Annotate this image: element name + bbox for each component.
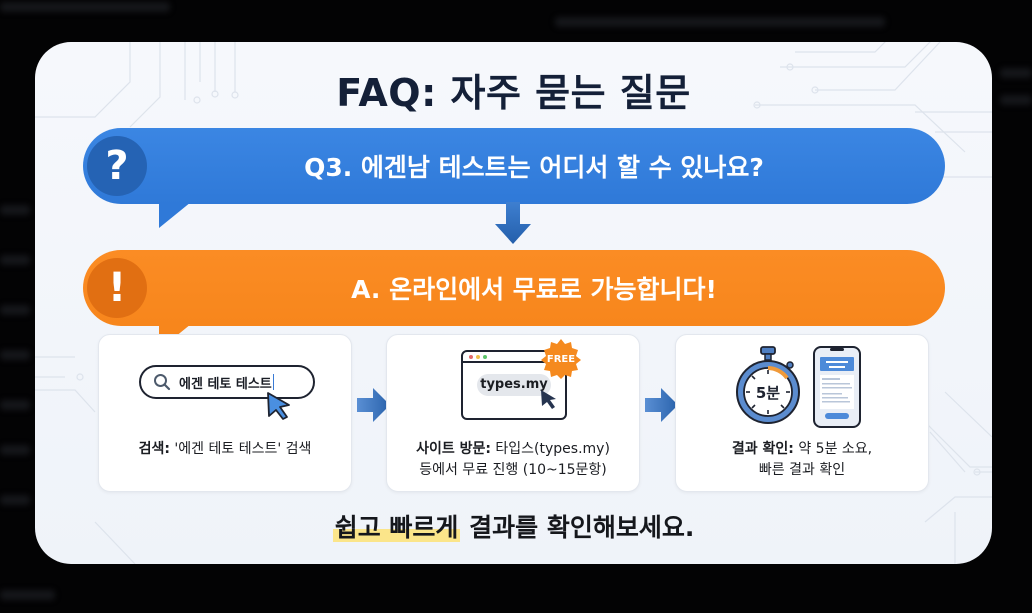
faq-card: FAQ: 자주 묻는 질문 ? Q3. 에겐남 테스트는 어디서 할 수 있나요… <box>35 42 992 564</box>
step-caption-text: '에겐 테토 테스트' 검색 <box>169 441 312 457</box>
step-caption-text: 약 5분 소요, <box>793 441 873 457</box>
browser-titlebar <box>463 352 565 363</box>
window-dot-green <box>483 354 487 359</box>
question-mark-icon: ? <box>87 136 147 196</box>
arrow-right-icon <box>645 388 678 422</box>
search-bar-illustration: 에겐 테토 테스트 <box>139 365 315 399</box>
bottom-slogan: 쉽고 빠르게 결과를 확인해보세요. <box>35 508 992 544</box>
step-caption: 결과 확인: 약 5분 소요, 빠른 결과 확인 <box>676 439 928 481</box>
step-caption-text: 타입스(types.my) <box>490 441 610 457</box>
mouse-cursor-icon <box>541 390 556 409</box>
search-query-text: 에겐 테토 테스트 <box>179 376 272 392</box>
mouse-cursor-icon <box>267 392 290 420</box>
blurred-text <box>1000 68 1032 78</box>
step-card-search: 에겐 테토 테스트 검색: '에겐 테토 테스트' 검색 <box>98 334 352 492</box>
timer-label: 5분 <box>756 384 780 402</box>
free-badge-label: FREE <box>546 353 576 365</box>
free-badge: FREE <box>540 338 582 380</box>
blurred-text <box>555 17 885 27</box>
question-bubble: ? Q3. 에겐남 테스트는 어디서 할 수 있나요? <box>83 128 945 228</box>
step-caption-bold: 사이트 방문: <box>416 441 491 457</box>
blurred-text <box>0 205 30 215</box>
step-caption-bold: 결과 확인: <box>731 441 794 457</box>
window-dot-red <box>469 354 473 359</box>
blurred-text <box>0 2 170 12</box>
blurred-text <box>0 350 30 360</box>
exclamation-icon: ! <box>87 258 147 318</box>
step-caption: 사이트 방문: 타입스(types.my) 등에서 무료 진행 (10~15문항) <box>387 439 639 481</box>
slogan-highlight: 쉽고 빠르게 <box>332 513 461 542</box>
window-dot-yellow <box>476 354 480 359</box>
step-caption-line2: 빠른 결과 확인 <box>758 462 846 478</box>
blurred-text <box>0 590 55 600</box>
starburst-badge-icon <box>541 339 581 379</box>
step-card-visit-site: types.my FREE 사이트 방문: 타입스(types.my) 등에서 무… <box>386 334 640 492</box>
step-caption-line2: 등에서 무료 진행 (10~15문항) <box>419 462 607 478</box>
text-caret <box>272 374 274 390</box>
blurred-text <box>0 495 30 505</box>
page-title: FAQ: 자주 묻는 질문 <box>336 71 691 115</box>
smartphone-result-icon <box>813 346 861 428</box>
blurred-text <box>1000 95 1032 105</box>
blurred-text <box>0 400 30 410</box>
blurred-text <box>0 305 30 315</box>
search-icon <box>154 374 171 391</box>
arrow-right-icon <box>357 388 390 422</box>
answer-bubble: ! A. 온라인에서 무료로 가능합니다! <box>83 250 945 350</box>
step-card-result: 5분 결과 확인: 약 5분 소요, 빠른 결과 확인 <box>675 334 929 492</box>
answer-text: A. 온라인에서 무료로 가능합니다! <box>351 275 717 304</box>
step-caption: 검색: '에겐 테토 테스트' 검색 <box>99 439 351 460</box>
speech-tail <box>159 202 191 228</box>
slogan-text: 결과를 확인해보세요. <box>460 513 695 542</box>
arrow-down-icon <box>495 202 531 244</box>
stopwatch-icon: 5분 <box>736 346 800 424</box>
url-pill: types.my <box>477 374 551 396</box>
question-text: Q3. 에겐남 테스트는 어디서 할 수 있나요? <box>304 153 764 182</box>
step-caption-bold: 검색: <box>138 441 170 457</box>
blurred-text <box>0 255 30 265</box>
blurred-text <box>0 445 30 455</box>
